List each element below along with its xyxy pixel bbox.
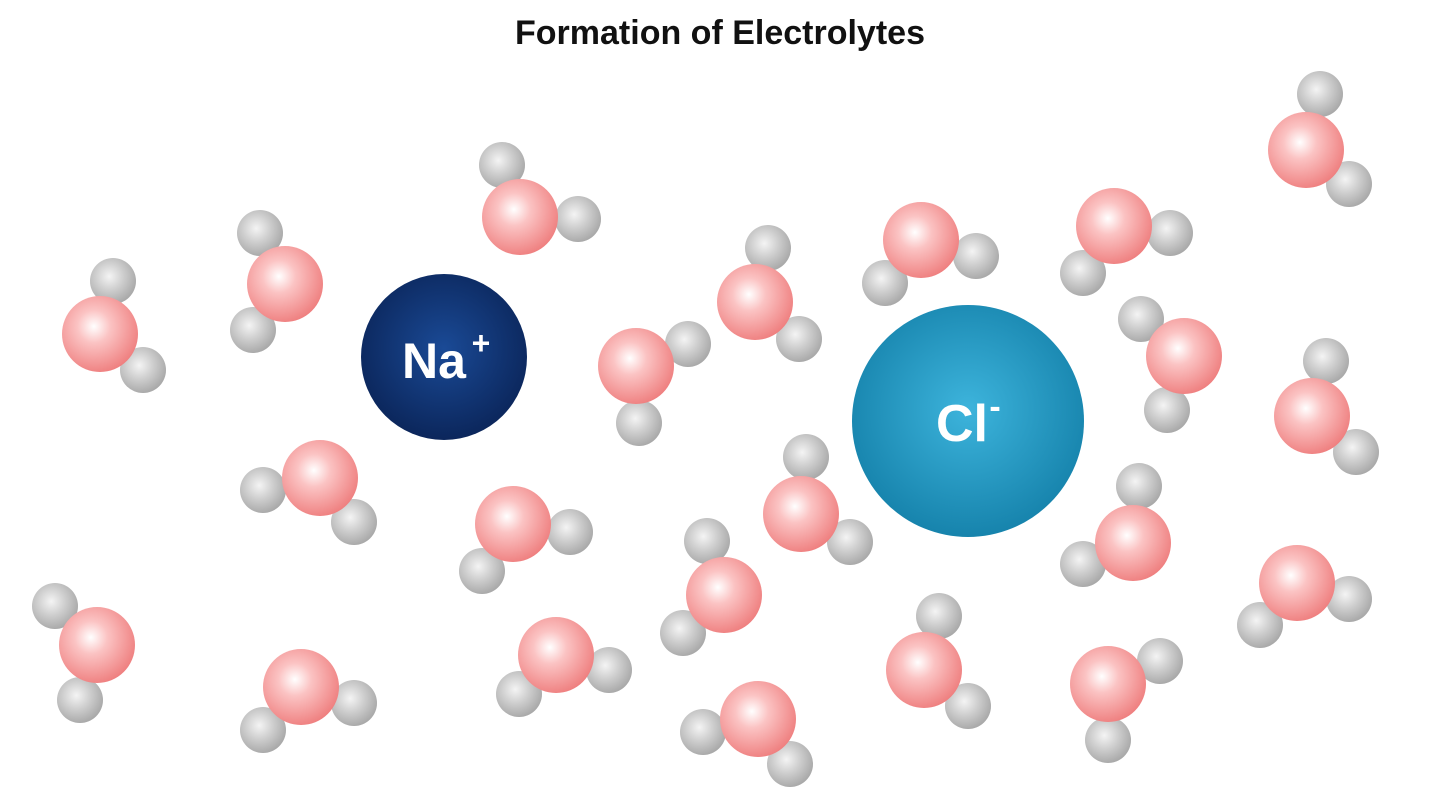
oxygen-atom — [763, 476, 839, 552]
oxygen-atom — [720, 681, 796, 757]
chloride-ion: Cl - — [852, 305, 1084, 537]
water-molecule — [1060, 188, 1193, 296]
water-molecule — [1070, 638, 1183, 763]
hydrogen-atom — [660, 610, 706, 656]
water-molecule — [717, 225, 822, 362]
water-molecule — [680, 681, 813, 787]
hydrogen-atom — [1326, 161, 1372, 207]
hydrogen-atom — [32, 583, 78, 629]
hydrogen-atom — [331, 680, 377, 726]
oxygen-atom — [482, 179, 558, 255]
water-molecule — [1237, 545, 1372, 648]
hydrogen-atom — [240, 467, 286, 513]
oxygen-atom — [282, 440, 358, 516]
water-molecule — [496, 617, 632, 717]
water-molecules — [32, 71, 1379, 787]
hydrogen-atom — [665, 321, 711, 367]
hydrogen-atom — [547, 509, 593, 555]
hydrogen-atom — [1060, 250, 1106, 296]
water-molecule — [1268, 71, 1372, 207]
hydrogen-atom — [767, 741, 813, 787]
hydrogen-atom — [1144, 387, 1190, 433]
chloride-ion-charge: - — [989, 388, 1000, 426]
oxygen-atom — [1095, 505, 1171, 581]
hydrogen-atom — [1137, 638, 1183, 684]
hydrogen-atom — [916, 593, 962, 639]
oxygen-atom — [1259, 545, 1335, 621]
hydrogen-atom — [1118, 296, 1164, 342]
hydrogen-atom — [862, 260, 908, 306]
hydrogen-atom — [555, 196, 601, 242]
hydrogen-atom — [1116, 463, 1162, 509]
oxygen-atom — [686, 557, 762, 633]
hydrogen-atom — [90, 258, 136, 304]
oxygen-atom — [1076, 188, 1152, 264]
oxygen-atom — [59, 607, 135, 683]
oxygen-atom — [247, 246, 323, 322]
hydrogen-atom — [1237, 602, 1283, 648]
water-molecule — [763, 434, 873, 565]
hydrogen-atom — [680, 709, 726, 755]
oxygen-atom — [1274, 378, 1350, 454]
hydrogen-atom — [1085, 717, 1131, 763]
sodium-ion-charge: + — [472, 325, 491, 361]
water-molecule — [479, 142, 601, 255]
water-molecule — [240, 440, 377, 545]
oxygen-atom — [518, 617, 594, 693]
hydrogen-atom — [1326, 576, 1372, 622]
hydrogen-atom — [237, 210, 283, 256]
hydrogen-atom — [1303, 338, 1349, 384]
oxygen-atom — [1146, 318, 1222, 394]
oxygen-atom — [717, 264, 793, 340]
oxygen-atom — [1070, 646, 1146, 722]
water-molecule — [230, 210, 323, 353]
hydrogen-atom — [586, 647, 632, 693]
oxygen-atom — [883, 202, 959, 278]
hydrogen-atom — [1060, 541, 1106, 587]
hydrogen-atom — [230, 307, 276, 353]
hydrogen-atom — [776, 316, 822, 362]
hydrogen-atom — [953, 233, 999, 279]
water-molecule — [1274, 338, 1379, 475]
hydrogen-atom — [1333, 429, 1379, 475]
oxygen-atom — [475, 486, 551, 562]
hydrogen-atom — [827, 519, 873, 565]
chloride-ion-symbol: Cl — [936, 395, 988, 453]
hydrogen-atom — [1297, 71, 1343, 117]
hydrogen-atom — [1147, 210, 1193, 256]
hydrogen-atom — [945, 683, 991, 729]
hydrogen-atom — [240, 707, 286, 753]
hydrogen-atom — [479, 142, 525, 188]
hydrogen-atom — [331, 499, 377, 545]
oxygen-atom — [62, 296, 138, 372]
water-molecule — [1118, 296, 1222, 433]
hydrogen-atom — [120, 347, 166, 393]
water-molecule — [240, 649, 377, 753]
oxygen-atom — [263, 649, 339, 725]
diagram-title: Formation of Electrolytes — [515, 14, 925, 52]
chloride-ion-sphere — [852, 305, 1084, 537]
water-molecule — [32, 583, 135, 723]
hydrogen-atom — [57, 677, 103, 723]
hydrogen-atom — [783, 434, 829, 480]
water-molecule — [862, 202, 999, 306]
sodium-ion-sphere — [361, 274, 527, 440]
sodium-ion-symbol: Na — [402, 333, 467, 389]
hydrogen-atom — [459, 548, 505, 594]
oxygen-atom — [886, 632, 962, 708]
hydrogen-atom — [616, 400, 662, 446]
water-molecule — [886, 593, 991, 729]
hydrogen-atom — [684, 518, 730, 564]
water-molecule — [660, 518, 762, 656]
oxygen-atom — [1268, 112, 1344, 188]
hydrogen-atom — [745, 225, 791, 271]
water-molecule — [598, 321, 711, 446]
sodium-ion: Na + — [361, 274, 527, 440]
water-molecule — [459, 486, 593, 594]
water-molecule — [62, 258, 166, 393]
oxygen-atom — [598, 328, 674, 404]
water-molecule — [1060, 463, 1171, 587]
